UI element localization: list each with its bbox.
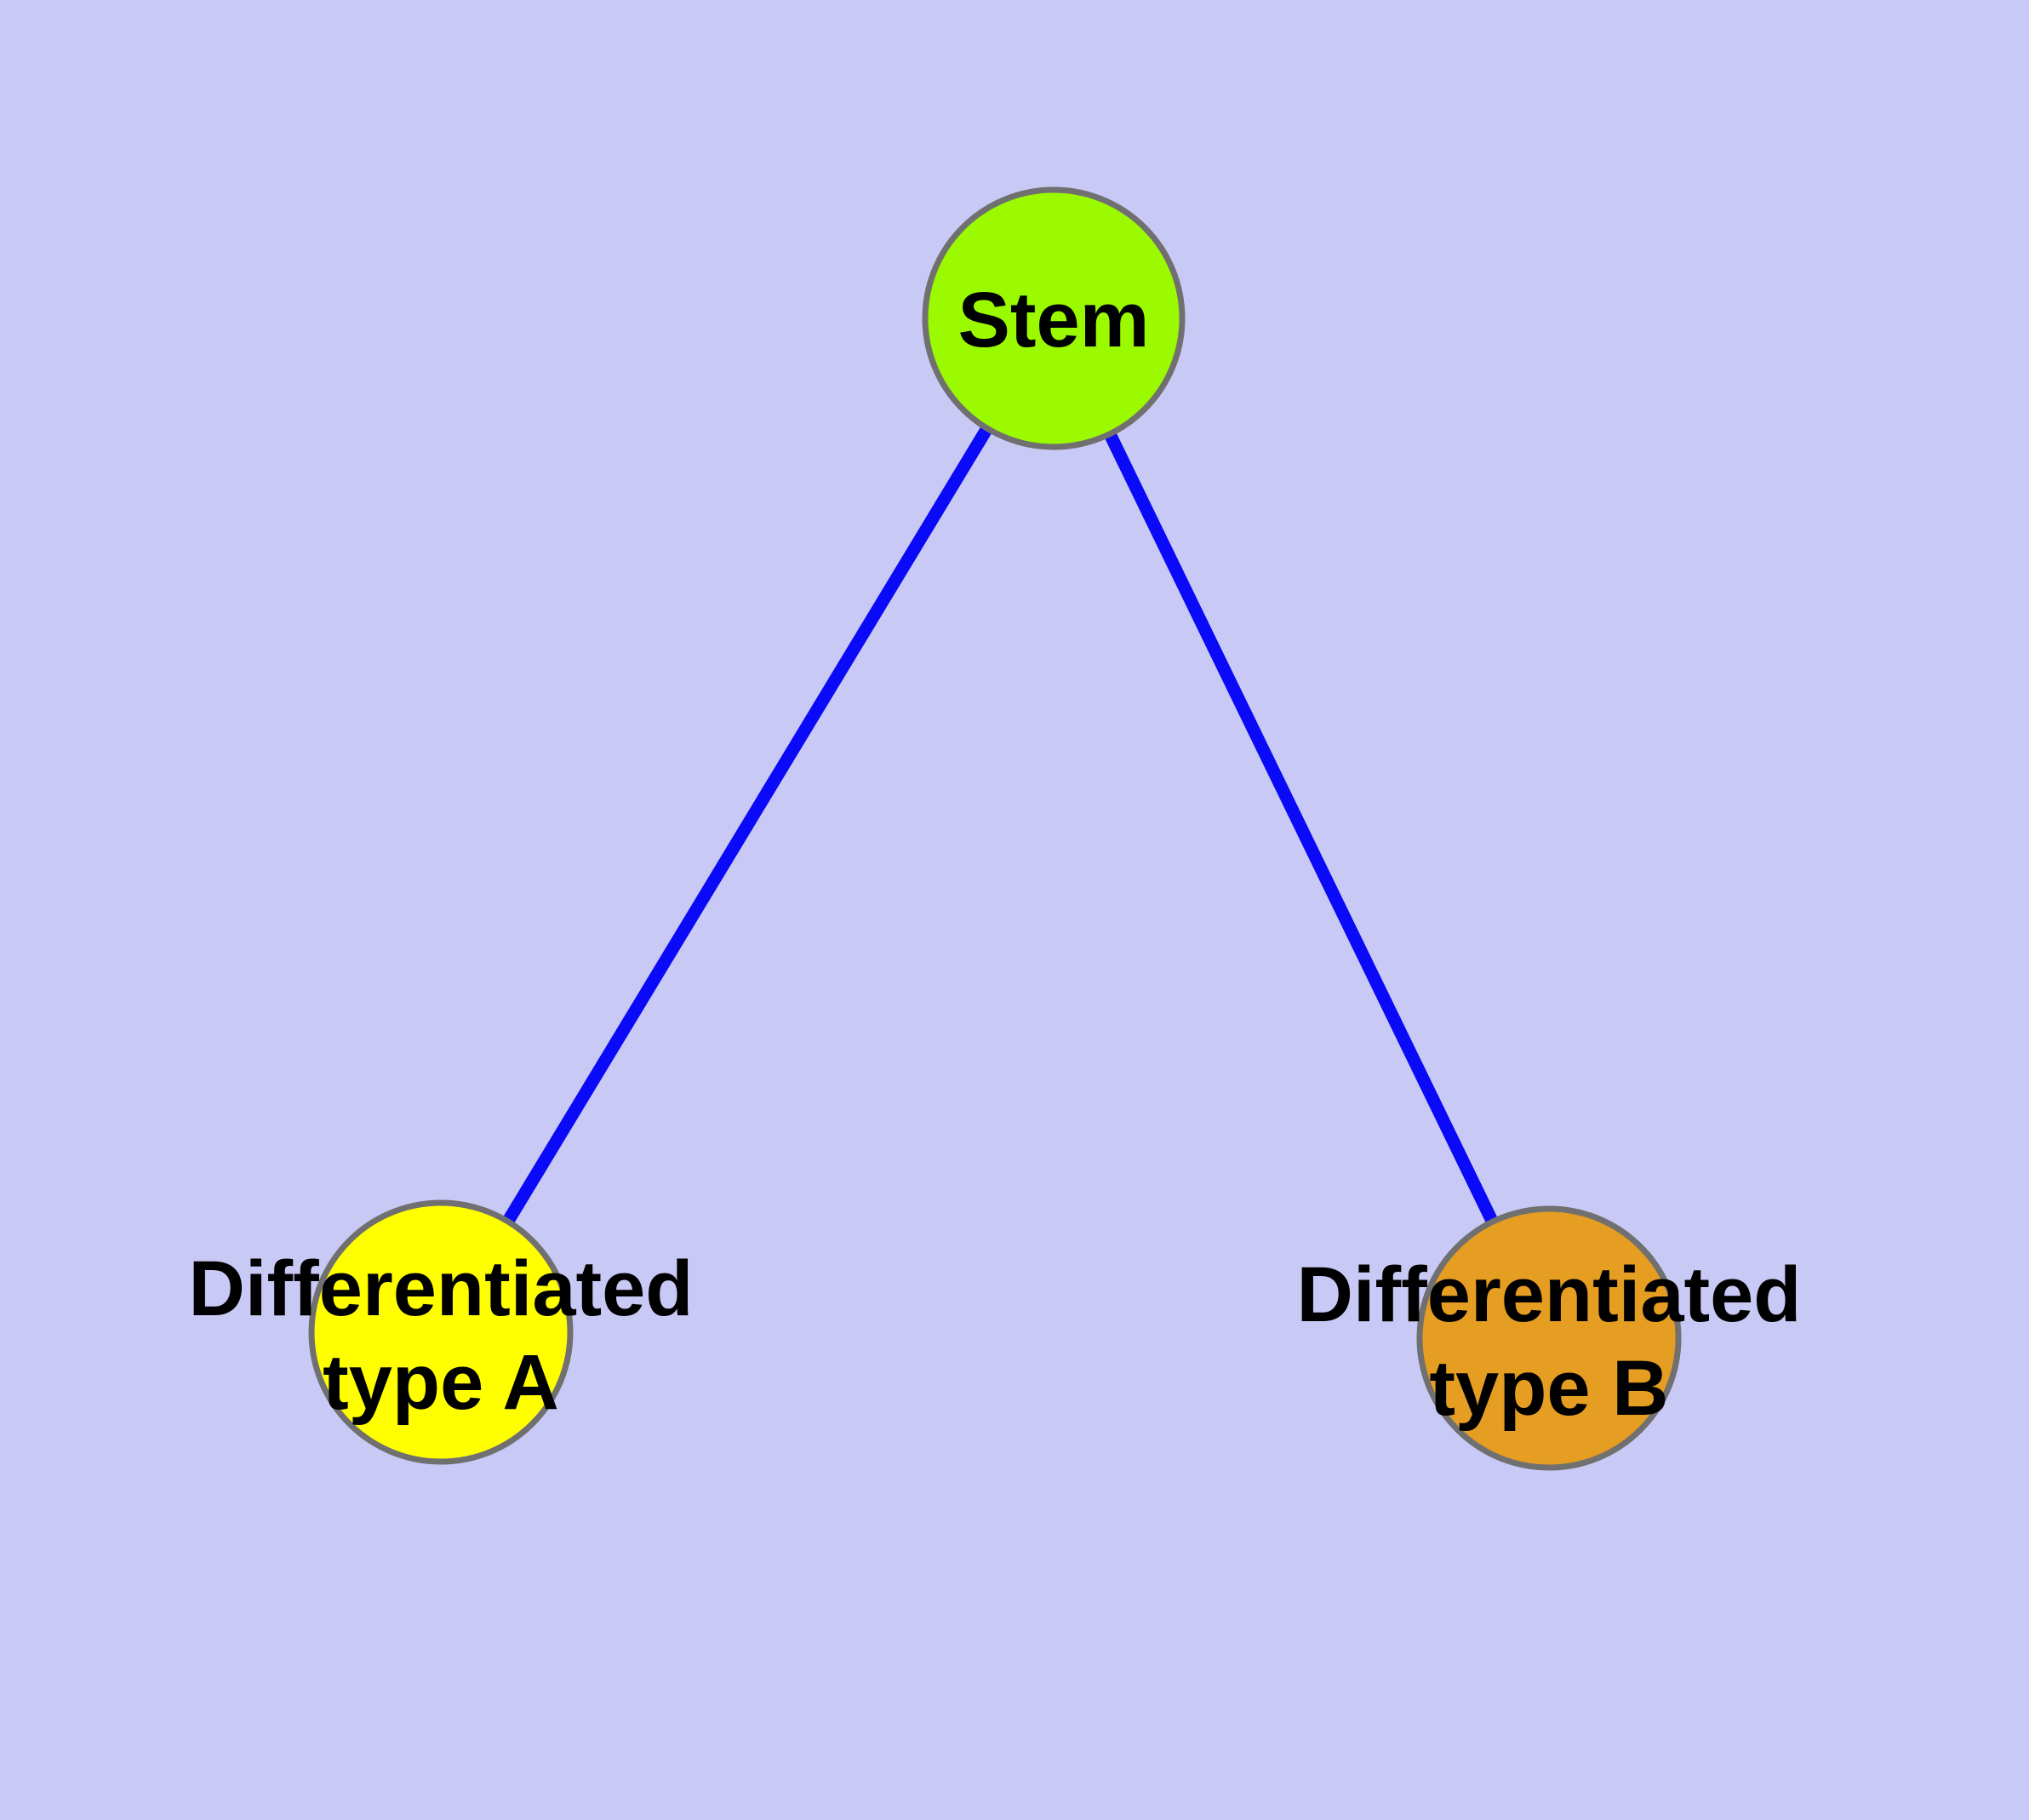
- node-stem: [922, 186, 1186, 450]
- node-type-a-label-line1: Differentiated: [189, 1245, 694, 1332]
- node-type-b-label-line2: type B: [1429, 1345, 1668, 1432]
- node-stem-label: Stem: [958, 277, 1150, 363]
- node-differentiated-type-b: [1416, 1205, 1682, 1471]
- edge-stem-to-type-b: [1048, 315, 1555, 1342]
- node-type-a-label-line2: type A: [323, 1339, 559, 1426]
- node-type-b-label-line1: Differentiated: [1297, 1251, 1802, 1338]
- node-differentiated-type-a: [308, 1199, 574, 1465]
- edge-stem-to-type-a: [435, 315, 1060, 1336]
